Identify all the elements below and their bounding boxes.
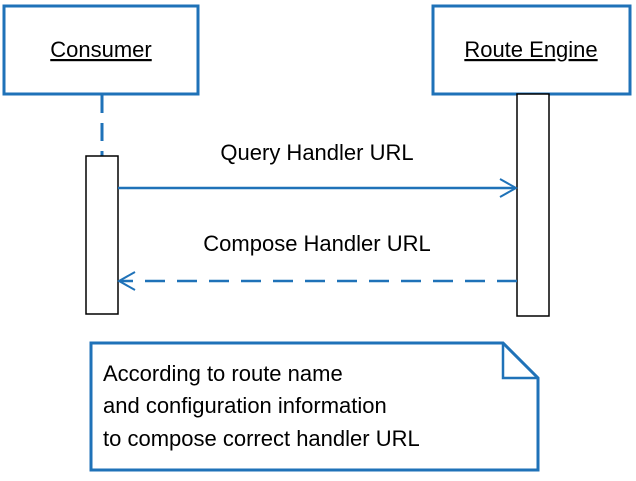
- message-query: Query Handler URL: [118, 140, 519, 198]
- route-engine-activation-bar: [516, 93, 550, 317]
- message-query-arrowhead: [499, 178, 519, 198]
- message-compose-arrowhead: [116, 271, 136, 291]
- note-fold: [501, 343, 538, 380]
- note-body: [89, 341, 540, 472]
- message-query-label: Query Handler URL: [220, 140, 413, 165]
- participant-route-engine-box: [431, 4, 632, 96]
- note-line-1: According to route name: [103, 361, 343, 386]
- note-line-3: to compose correct handler URL: [103, 426, 420, 451]
- participant-route-engine: Route Engine: [431, 4, 632, 96]
- participant-route-engine-label: Route Engine: [464, 37, 597, 62]
- consumer-activation-bar: [85, 155, 119, 315]
- participant-consumer-box: [2, 4, 200, 96]
- participant-consumer: Consumer: [2, 4, 200, 96]
- message-compose: Compose Handler URL: [116, 231, 517, 291]
- note: According to route name and configuratio…: [89, 341, 540, 472]
- message-compose-label: Compose Handler URL: [203, 231, 430, 256]
- participant-consumer-label: Consumer: [50, 37, 151, 62]
- note-line-2: and configuration information: [103, 393, 387, 418]
